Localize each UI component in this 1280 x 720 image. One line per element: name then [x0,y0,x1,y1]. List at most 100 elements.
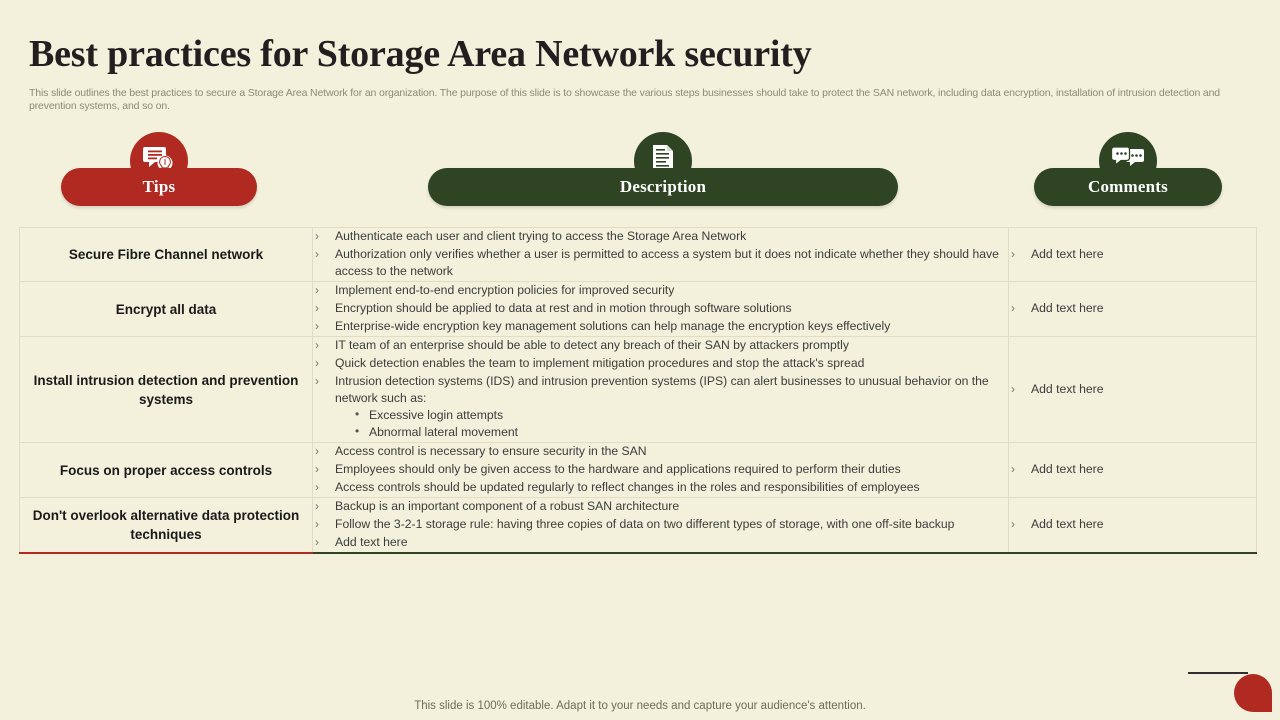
chevron-bullet-icon: › [315,338,319,352]
description-bullet-text: Employees should only be given access to… [335,462,901,476]
description-bullet-list: › Implement end-to-end encryption policie… [313,282,1008,335]
tip-label: Focus on proper access controls [59,462,273,478]
comment-bullet: › Add text here [1009,461,1256,478]
description-bullet: › Follow the 3-2-1 storage rule: having t… [313,516,1008,533]
chevron-bullet-icon: › [1011,246,1015,261]
column-header-tips: Tips [61,132,257,206]
corner-decoration-blob [1234,674,1272,712]
description-bullet-list: › IT team of an enterprise should be able… [313,337,1008,441]
description-bullet: › Authenticate each user and client tryin… [313,228,1008,245]
chevron-bullet-icon: › [315,319,319,333]
comment-placeholder-text[interactable]: Add text here [1031,462,1104,476]
description-bullet-list: › Access control is necessary to ensure s… [313,443,1008,496]
tip-cell: Don't overlook alternative data protecti… [19,497,313,554]
comment-bullet-list: › Add text here [1009,516,1256,533]
description-cell: › Access control is necessary to ensure s… [312,442,1009,498]
chevron-bullet-icon: › [315,517,319,531]
chevron-bullet-icon: › [315,283,319,297]
comment-cell[interactable]: › Add text here [1008,442,1257,498]
comment-bullet: › Add text here [1009,246,1256,263]
comment-placeholder-text[interactable]: Add text here [1031,517,1104,531]
description-bullet-text: Access controls should be updated regula… [335,480,920,494]
column-header-comments-pill: Comments [1034,168,1222,206]
chevron-bullet-icon: › [315,444,319,458]
description-bullet-text: Access control is necessary to ensure se… [335,444,647,458]
column-header-description-label: Description [619,177,707,196]
description-cell: ›Backup is an important component of a r… [312,497,1009,554]
table-row: Install intrusion detection and preventi… [19,336,1257,443]
tip-label: Secure Fibre Channel network [68,247,264,262]
comment-cell[interactable]: ›Add text here [1008,281,1257,337]
description-sub-bullet: • Abnormal lateral movement [355,424,1008,441]
description-bullet: ›Backup is an important component of a r… [313,498,1008,515]
tip-cell: Focus on proper access controls [19,442,313,498]
chevron-bullet-icon: › [315,535,319,549]
chevron-bullet-icon: › [1011,462,1015,476]
tip-label: Encrypt all data [115,301,217,317]
description-sub-bullet: • Excessive login attempts [355,407,1008,424]
column-header-comments: Comments [1034,132,1222,206]
table-row: Focus on proper access controls › Access c… [19,442,1257,498]
description-cell: › Implement end-to-end encryption policie… [312,281,1009,337]
table-row: Encrypt all data › Implement end-to-end en… [19,281,1257,337]
chevron-bullet-icon: › [315,499,319,513]
column-header-comments-label: Comments [1088,177,1168,196]
description-bullet: › Intrusion detection systems (IDS) and i… [313,373,1008,441]
description-bullet-text: Enterprise-wide encryption key managemen… [335,319,891,333]
description-bullet: › IT team of an enterprise should be able… [313,337,1008,354]
comment-cell[interactable]: › Add text here [1008,497,1257,554]
comment-bullet: ›Add text here [1009,300,1256,317]
description-sub-bullet-text: Excessive login attempts [369,408,504,422]
description-bullet: › Implement end-to-end encryption policie… [313,282,1008,299]
chevron-bullet-icon: › [315,462,319,476]
chat-bubbles-icon [1110,145,1146,178]
comment-bullet-list: › Add text here [1009,381,1256,398]
table-row: Don't overlook alternative data protecti… [19,497,1257,554]
description-bullet: › Employees should only be given access t… [313,461,1008,478]
chevron-bullet-icon: › [315,374,319,388]
description-bullet-list: › Authenticate each user and client tryin… [313,228,1008,280]
chevron-bullet-icon: › [315,480,319,494]
comment-cell[interactable]: › Add text here [1008,336,1257,443]
corner-divider-line [1188,672,1248,674]
comment-bullet: › Add text here [1009,516,1256,533]
best-practices-table: Secure Fibre Channel network › Authenticat… [19,227,1257,554]
description-bullet: › Encryption should be applied to data at… [313,300,1008,317]
table-row: Secure Fibre Channel network › Authenticat… [19,227,1257,282]
tip-cell: Secure Fibre Channel network [19,227,313,282]
footer-note: This slide is 100% editable. Adapt it to… [414,700,866,712]
description-bullet: › Access controls should be updated regul… [313,479,1008,496]
page-title: Best practices for Storage Area Network … [29,33,812,75]
page-subtitle: This slide outlines the best practices t… [29,87,1220,112]
description-bullet: › Enterprise-wide encryption key manageme… [313,318,1008,335]
description-bullet-text: Authorization only verifies whether a us… [335,247,999,278]
comment-bullet-list: ›Add text here [1009,300,1256,317]
description-bullet-text: Follow the 3-2-1 storage rule: having th… [335,517,955,531]
description-bullet: ›Quick detection enables the team to imp… [313,355,1008,372]
dot-bullet-icon: • [355,407,360,421]
description-bullet-text: Intrusion detection systems (IDS) and in… [335,374,989,405]
chevron-bullet-icon: › [1011,517,1015,531]
description-cell: › Authenticate each user and client tryin… [312,227,1009,282]
description-sub-bullet-list: • Excessive login attempts • Abnormal later… [335,407,1008,441]
description-bullet-text: Implement end-to-end encryption policies… [335,283,675,297]
comment-bullet: › Add text here [1009,381,1256,398]
comment-placeholder-text[interactable]: Add text here [1031,381,1104,396]
comment-placeholder-text[interactable]: Add text here [1031,246,1104,261]
column-header-description-pill: Description [428,168,898,206]
comment-cell[interactable]: › Add text here [1008,227,1257,282]
chevron-bullet-icon: › [315,301,319,315]
tip-cell: Encrypt all data [19,281,313,337]
dot-bullet-icon: • [355,424,360,438]
comment-placeholder-text[interactable]: Add text here [1031,301,1104,315]
tip-label: Install intrusion detection and preventi… [33,372,299,407]
chevron-bullet-icon: › [1011,381,1015,396]
column-header-tips-label: Tips [142,177,176,196]
description-bullet-text: Encryption should be applied to data at … [335,301,792,315]
description-bullet-text: IT team of an enterprise should be able … [335,338,849,352]
chevron-bullet-icon: › [315,229,319,243]
chevron-bullet-icon: › [315,356,319,370]
description-bullet-text: Authenticate each user and client trying… [335,229,747,243]
description-bullet: ›Authorization only verifies whether a u… [313,246,1008,280]
description-sub-bullet-text: Abnormal lateral movement [369,425,519,439]
